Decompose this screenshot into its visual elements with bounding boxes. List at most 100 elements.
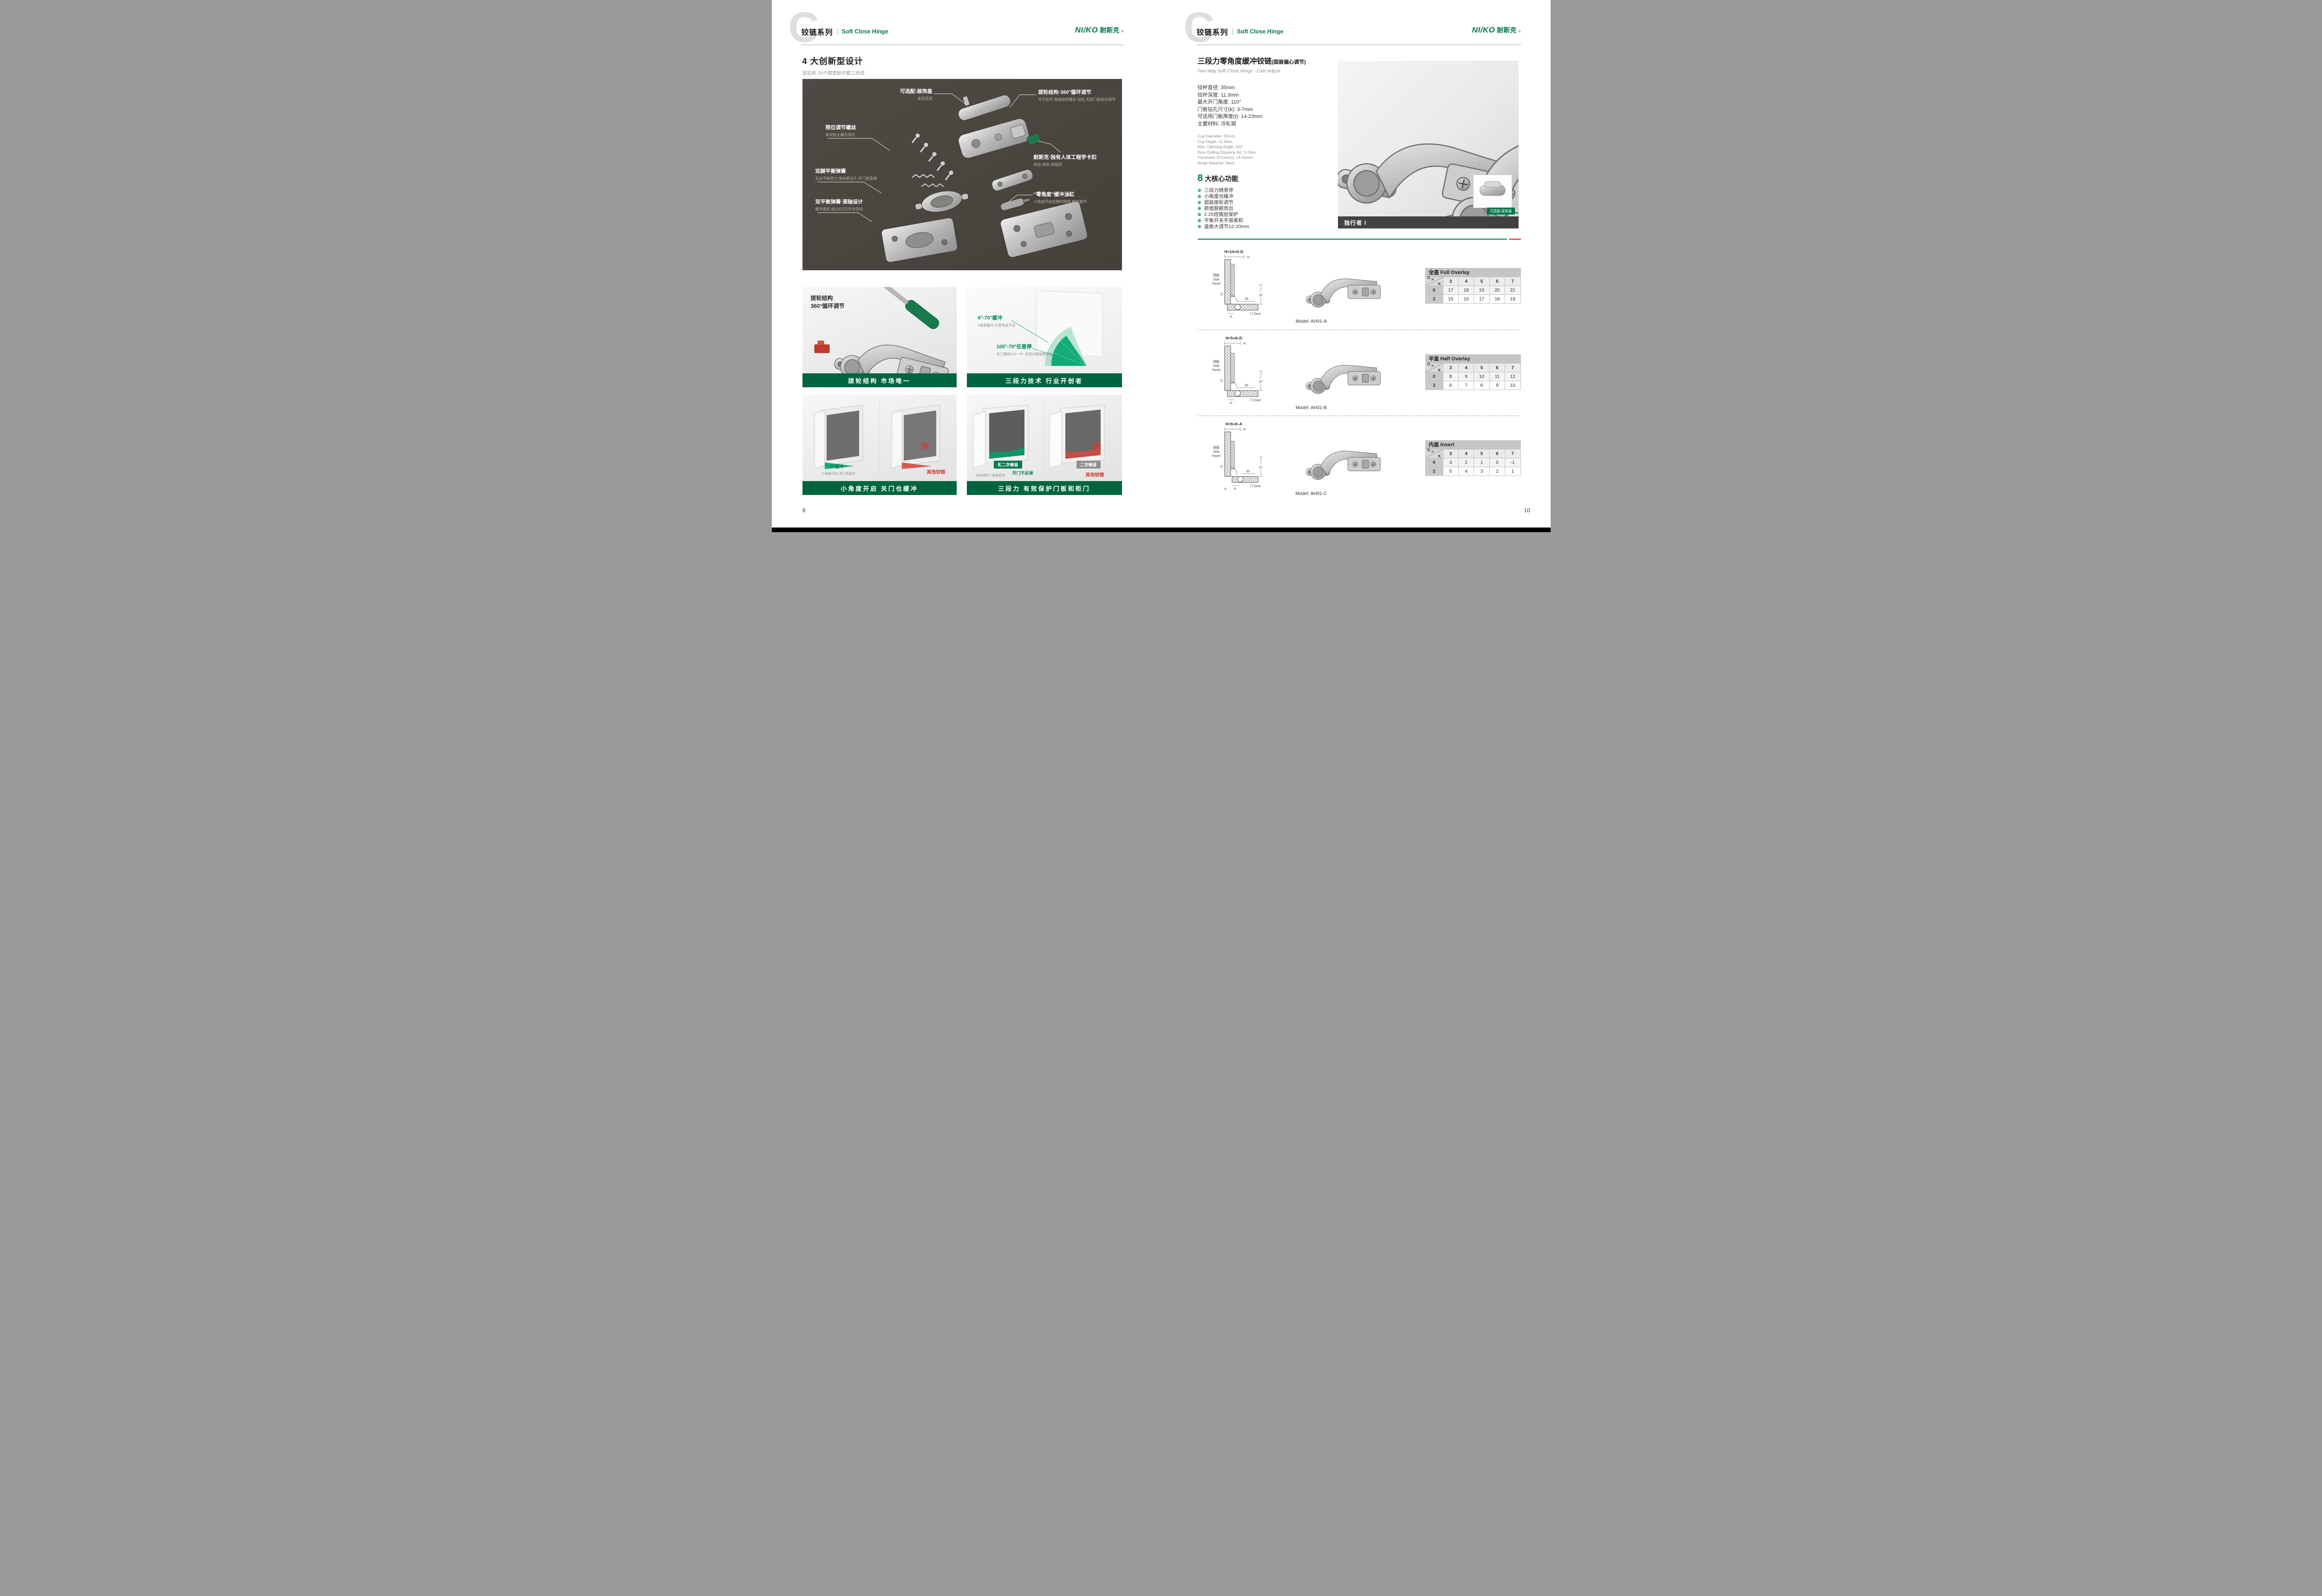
svg-text:37: 37 — [1259, 294, 1263, 297]
table-cell: 18 — [1458, 286, 1474, 295]
col-header: 5 — [1474, 364, 1490, 372]
table-cell: 11 — [1489, 372, 1506, 381]
page-header-left: 铰链系列 Soft Close Hinge — [802, 26, 888, 37]
callout-lines — [817, 93, 1061, 222]
brand-logo-right: NI/KO 耐斯克 ® — [1457, 26, 1521, 35]
tech-drawing-full-overlay: H=14+K-D H 侧板 Side Panel 35 37 D K 门 Doo… — [1212, 249, 1263, 319]
col-header: 3 — [1443, 449, 1459, 458]
callout-ergonomic-clip: 耐斯克·独有人体工程学卡扣 易拍·易拆·易稳固 — [1033, 155, 1097, 167]
table-cell: 8 — [1474, 381, 1490, 390]
table-cell: 15 — [1443, 295, 1459, 304]
col-header: 7 — [1505, 449, 1521, 458]
spec-table-insert: 内盖 Insert D H K 3 4 5 6 7 0 3 2 1 0 -1 2 — [1425, 440, 1521, 476]
page-bottom-edge — [771, 528, 1551, 532]
spec-en-item: Cup Depth: 11.3mm — [1197, 139, 1233, 144]
svg-text:Panel: Panel — [1212, 282, 1220, 286]
product-photo-caption: 独行者 I — [1337, 216, 1519, 228]
table-cell: 17 — [1474, 295, 1490, 304]
col-header: 6 — [1489, 364, 1506, 372]
header-divider — [837, 28, 838, 35]
product-section-half-overlay: H=5+K-D H 侧板 Side Panel 35 37 D K 门 Door… — [1198, 335, 1521, 414]
model-label: Model: AH01-C — [1295, 491, 1327, 496]
hinge-photo-insert — [1304, 438, 1386, 493]
callout-zero-angle-damper: “零角度”缓冲油缸 小角度开启后随时随地 都有缓冲 — [1033, 192, 1087, 204]
callout-decor-cap: 可选配:装饰盖 美观百搭 — [900, 89, 933, 101]
spec-table-full-overlay: 全盖 Full Overlay D H K 3 4 5 6 7 0 17 18 … — [1425, 268, 1521, 304]
table-cell: 1 — [1474, 458, 1490, 467]
table-cell: 3 — [1474, 467, 1490, 476]
plus-circle-icon: ⊕ — [1197, 194, 1201, 199]
callout-wheel-adjust: 拨轮结构·360°循环调节 可不松开 直接旋转螺丝 轻松 实现门板前后调节 — [1038, 90, 1116, 102]
spec-en-item: Max. Opening Angle: 110° — [1197, 144, 1243, 149]
svg-text:K: K — [1230, 402, 1232, 405]
table-cell: 19 — [1474, 286, 1490, 295]
table-cell: 9 — [1458, 372, 1474, 381]
table-cell: 10 — [1505, 381, 1521, 390]
feature-caption-protect: 三段力 有效保护门板和柜门 — [966, 481, 1122, 495]
free-stop-range-label: 105°-70°任意停 关门柔和105°-70° 关闭过程随意停留 — [996, 344, 1053, 356]
wheel-structure-illustration — [814, 287, 957, 373]
table-cell: 12 — [1505, 372, 1521, 381]
table-cell: 10 — [1474, 372, 1490, 381]
table-cell: -1 — [1505, 458, 1521, 467]
table-cell: 1 — [1505, 467, 1521, 476]
spec-en-item: Door Drilling Distance (k): 3-7mm — [1197, 150, 1256, 155]
protect-desc: 有效保护门板和柜体 — [976, 474, 1005, 477]
col-header: 3 — [1443, 364, 1459, 372]
svg-text:A: A — [1224, 488, 1226, 491]
svg-text:37: 37 — [1259, 380, 1263, 384]
core-feature-item: ⊕盖板大调节12-20mm — [1197, 224, 1249, 229]
table-cell: 5 — [1443, 467, 1459, 476]
feature-caption-three-stage: 三段力技术 行业开创者 — [966, 373, 1122, 387]
col-header: 6 — [1489, 277, 1506, 286]
callout-limit-screw: 限位调节螺丝 有效防止螺丝滑牙 — [825, 125, 856, 137]
feature-panel-wheel: 拨轮结构 360°循环调节 拨轮结构 市场唯一 — [802, 287, 957, 387]
tech-drawing-insert: H=6+K-A H 侧板 Side Panel 35 37 D K 门 Door… — [1212, 422, 1263, 491]
svg-text:35: 35 — [1245, 298, 1248, 301]
spec-cn-item: 铰杯深度: 11.3mm — [1197, 92, 1239, 98]
feature-panel-small-angle: 0°缓冲 小角度开启·关门也缓冲 砰 其他铰链 小角度开启 关门也缓冲 — [802, 395, 957, 495]
series-watermark-right: C — [1183, 4, 1214, 51]
model-label: Model: AH01-B — [1295, 405, 1327, 410]
table-cell: 3 — [1443, 458, 1459, 467]
svg-text:D: D — [1220, 379, 1222, 383]
tech-drawing-half-overlay: H=5+K-D H 侧板 Side Panel 35 37 D K 门 Door — [1212, 336, 1263, 405]
table-cell: 8 — [1443, 372, 1459, 381]
feature-caption-wheel: 拨轮结构 市场唯一 — [802, 373, 957, 387]
core-feature-item: ⊕颜值脱颖而出 — [1197, 206, 1233, 211]
col-header: 4 — [1458, 277, 1474, 286]
svg-text:Panel: Panel — [1212, 455, 1220, 458]
series-title-cn: 铰链系列 — [801, 29, 833, 37]
svg-text:门 Door: 门 Door — [1250, 312, 1261, 316]
logo-cn-right: 耐斯克 — [1497, 26, 1517, 34]
spec-table-half-overlay: 半盖 Half Overlay D H K 3 4 5 6 7 0 8 9 10… — [1425, 354, 1521, 390]
row-label: 0 — [1425, 372, 1443, 381]
product-title-note: (固装偏心调节) — [1272, 59, 1306, 65]
table-cell: 18 — [1489, 295, 1506, 304]
feature-panel-protect: 无二次噪音 开门不反弹 有效保护门板和柜体 砰 二次噪音 其他铰链 三段力 有效… — [966, 395, 1122, 495]
other-hinge-label-2: 其他铰链 — [1085, 473, 1104, 478]
table-corner: D H K — [1425, 276, 1443, 286]
svg-text:D: D — [1220, 465, 1222, 469]
plus-circle-icon: ⊕ — [1197, 224, 1201, 229]
table-cell: 0 — [1489, 458, 1506, 467]
callout-twin-springs: 双脚平衡弹簧 左右平衡受力 寿命更长久 开门更柔顺 — [815, 169, 877, 181]
hinge-photo-full-overlay — [1304, 266, 1386, 320]
logo-cn: 耐斯克 — [1100, 26, 1120, 34]
svg-text:侧板: 侧板 — [1213, 359, 1220, 364]
table-cell: 2 — [1489, 467, 1506, 476]
row-label: 0 — [1425, 286, 1443, 295]
logo-wordmark-right: NI/KO — [1472, 26, 1495, 34]
page-number-left: 9 — [802, 507, 806, 514]
row-label: 2 — [1425, 381, 1443, 390]
col-header: 7 — [1505, 277, 1521, 286]
core-feature-item: ⊕2.25倍镀层保护 — [1197, 212, 1238, 217]
col-header: 7 — [1505, 364, 1521, 372]
col-header: 5 — [1474, 277, 1490, 286]
spec-cn-item: 铰杯直径: 35mm — [1197, 85, 1235, 91]
row-label: 0 — [1425, 458, 1443, 467]
table-cell: 2 — [1458, 458, 1474, 467]
no-double-noise-badge: 无二次噪音 — [993, 461, 1022, 469]
core-functions-list: ⊕三段力随意停 ⊕小角度也缓冲 ⊕固装拨轮调节 ⊕颜值脱颖而出 ⊕2.25倍镀层… — [1198, 188, 1249, 230]
